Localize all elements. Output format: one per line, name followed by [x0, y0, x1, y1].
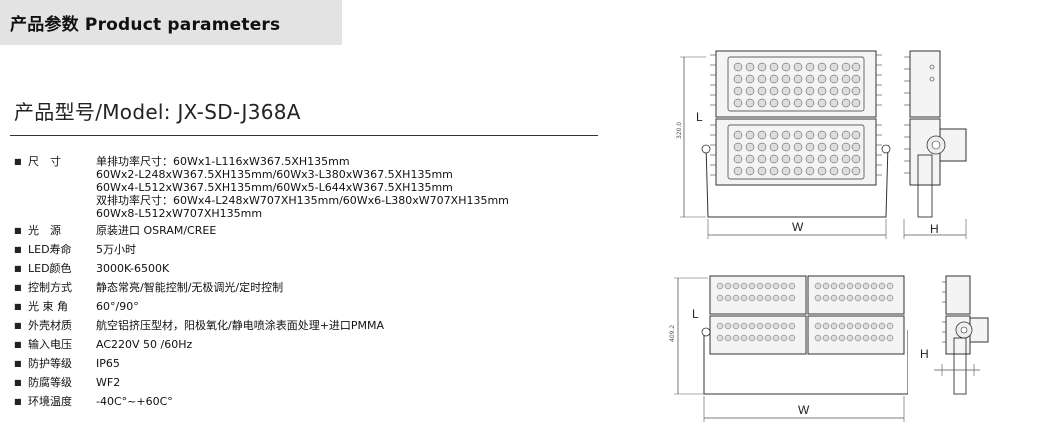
width-label: W: [798, 403, 810, 417]
bullet-icon: ■: [14, 302, 22, 311]
bullet-icon: ■: [14, 245, 22, 254]
spec-value: 3000K-6500K: [96, 262, 170, 275]
bullet-icon: ■: [14, 264, 22, 273]
spec-row-voltage: ■ 输入电压 AC220V 50 /60Hz: [14, 338, 614, 351]
spec-value-line: 单排功率尺寸：60Wx1-L116xW367.5XH135mm: [96, 155, 350, 168]
front-view-drawing-top: 320.0 L W: [676, 50, 891, 239]
spec-label: 光 束 角: [28, 300, 68, 313]
spec-value-line: 60Wx4-L512xW367.5XH135mm/60Wx5-L644xW367…: [96, 181, 453, 194]
spec-value: 单排功率尺寸：60Wx1-L116xW367.5XH135mm 60Wx2-L2…: [96, 155, 614, 220]
header-title: 产品参数 Product parameters: [10, 15, 281, 35]
bullet-icon: ■: [14, 283, 22, 292]
bullet-icon: ■: [14, 321, 22, 330]
height-label: H: [930, 222, 939, 236]
spec-label: 输入电压: [28, 338, 72, 351]
width-label: W: [792, 220, 804, 234]
spec-value-line: 双排功率尺寸：60Wx4-L248xW707XH135mm/60Wx6-L380…: [96, 194, 509, 207]
spec-value: 5万小时: [96, 243, 136, 256]
spec-label: 环境温度: [28, 395, 72, 408]
spec-value: WF2: [96, 376, 121, 389]
dimension-text: 409.2: [669, 325, 676, 342]
dimension-text: 320.0: [676, 122, 683, 139]
header-bar: 产品参数 Product parameters: [0, 0, 342, 45]
spec-row-ip-rating: ■ 防护等级 IP65: [14, 357, 614, 370]
model-title: 产品型号/Model: JX-SD-J368A: [14, 100, 301, 124]
height-label: H: [920, 347, 929, 361]
spec-value-line: 60Wx8-L512xW707XH135mm: [96, 207, 263, 220]
spec-row-beam-angle: ■ 光 束 角 60°/90°: [14, 300, 614, 313]
side-view-drawing-bottom: H: [920, 275, 989, 395]
spec-value: 静态常亮/智能控制/无极调光/定时控制: [96, 281, 284, 294]
spec-list: ■ 尺 寸 单排功率尺寸：60Wx1-L116xW367.5XH135mm 60…: [14, 155, 614, 408]
length-label: L: [696, 110, 703, 124]
bullet-icon: ■: [14, 378, 22, 387]
spec-value: 航空铝挤压型材，阳极氧化/静电喷涂表面处理+进口PMMA: [96, 319, 385, 332]
spec-value: 60°/90°: [96, 300, 139, 313]
bullet-icon: ■: [14, 340, 22, 349]
spec-row-control: ■ 控制方式 静态常亮/智能控制/无极调光/定时控制: [14, 281, 614, 294]
spec-label: 尺 寸: [28, 155, 61, 168]
spec-label: 光 源: [28, 224, 61, 237]
spec-row-led-life: ■ LED寿命 5万小时: [14, 243, 614, 256]
spec-label: 外壳材质: [28, 319, 72, 332]
spec-label: 防腐等级: [28, 376, 72, 389]
length-label: L: [692, 307, 699, 321]
side-view-drawing-top: H: [903, 50, 967, 239]
spec-row-led-color: ■ LED颜色 3000K-6500K: [14, 262, 614, 275]
spec-value: AC220V 50 /60Hz: [96, 338, 193, 351]
spec-value: -40C°~+60C°: [96, 395, 173, 408]
spec-value: IP65: [96, 357, 120, 370]
spec-value: 原装进口 OSRAM/CREE: [96, 224, 217, 237]
spec-label: 防护等级: [28, 357, 72, 370]
bullet-icon: ■: [14, 397, 22, 406]
bullet-icon: ■: [14, 359, 22, 368]
spec-label: LED寿命: [28, 243, 72, 256]
spec-row-light-source: ■ 光 源 原装进口 OSRAM/CREE: [14, 224, 614, 237]
spec-row-size: ■ 尺 寸 单排功率尺寸：60Wx1-L116xW367.5XH135mm 60…: [14, 155, 614, 220]
bullet-icon: ■: [14, 226, 22, 235]
spec-row-housing: ■ 外壳材质 航空铝挤压型材，阳极氧化/静电喷涂表面处理+进口PMMA: [14, 319, 614, 332]
spec-row-temperature: ■ 环境温度 -40C°~+60C°: [14, 395, 614, 408]
spec-label: 控制方式: [28, 281, 72, 294]
bullet-icon: ■: [14, 157, 22, 166]
spec-row-anticorrosion: ■ 防腐等级 WF2: [14, 376, 614, 389]
spec-value-line: 60Wx2-L248xW367.5XH135mm/60Wx3-L380xW367…: [96, 168, 453, 181]
front-view-drawing-bottom: 409.2 L W: [669, 275, 908, 422]
spec-label: LED颜色: [28, 262, 72, 275]
model-divider: [10, 135, 598, 136]
